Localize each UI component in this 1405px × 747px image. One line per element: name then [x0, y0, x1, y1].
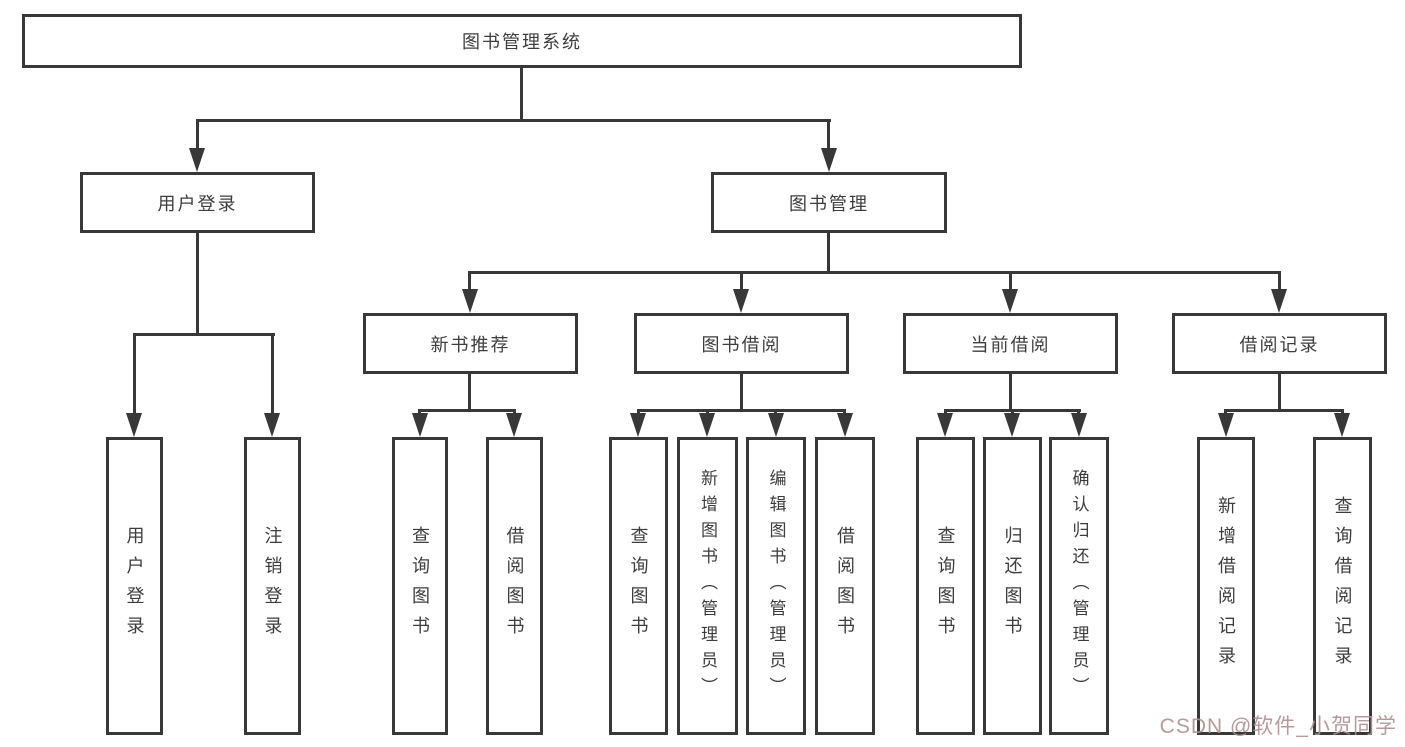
leaf-label: 借阅图书 [835, 526, 855, 646]
node-user-login: 用户登录 [80, 172, 315, 233]
connector-recommend-rail [418, 409, 516, 412]
connector-borrow-stem [740, 374, 743, 409]
connector-borrow-drop-4 [843, 409, 846, 415]
connector-borrow-drop-3 [774, 409, 777, 415]
connector-user-login-stem [196, 233, 199, 333]
node-library-management-system: 图书管理系统 [22, 14, 1022, 68]
node-label: 新书推荐 [430, 334, 511, 355]
arrow-down-icon [937, 413, 953, 437]
node-current-borrow: 当前借阅 [903, 313, 1118, 374]
arrow-down-icon [1218, 413, 1234, 437]
arrow-down-icon [1071, 413, 1087, 437]
leaf-logout: 注销登录 [244, 437, 301, 735]
leaf-label: 确认归还（管理员） [1069, 469, 1089, 703]
node-label: 图书管理 [789, 193, 869, 214]
node-label: 借阅记录 [1239, 334, 1320, 355]
connector-borrow-drop-2 [706, 409, 709, 415]
connector-current-drop-1 [944, 409, 947, 415]
leaf-label: 新增图书（管理员） [698, 469, 717, 703]
connector-user-login-drop-2 [271, 333, 274, 415]
leaf-label: 借阅图书 [504, 526, 525, 646]
connector-records-rail [1224, 409, 1344, 412]
arrow-down-icon [412, 413, 428, 437]
connector-recommend-drop-1 [418, 409, 421, 415]
arrow-down-icon [699, 413, 715, 437]
csdn-watermark: CSDN @软件_小贺同学 [1159, 715, 1397, 738]
connector-records-drop-1 [1224, 409, 1227, 415]
arrow-down-icon [733, 289, 749, 313]
leaf-query-books-current: 查询图书 [916, 437, 975, 735]
connector-root-stem [520, 68, 523, 119]
connector-records-drop-2 [1341, 409, 1344, 415]
node-book-borrow: 图书借阅 [634, 313, 849, 374]
node-label: 图书借阅 [701, 334, 782, 355]
leaf-add-borrow-record: 新增借阅记录 [1197, 437, 1255, 735]
connector-records-stem [1278, 374, 1281, 409]
connector-book-mgmt-stem [827, 233, 830, 271]
arrow-down-icon [1002, 289, 1018, 313]
connector-root-drop-right [827, 119, 830, 152]
connector-book-mgmt-drop-4 [1278, 271, 1281, 291]
leaf-label: 编辑图书（管理员） [766, 469, 786, 703]
leaf-edit-books-admin: 编辑图书（管理员） [746, 437, 806, 735]
connector-user-login-rail [133, 333, 275, 336]
connector-root-rail [196, 119, 831, 122]
leaf-label: 查询借阅记录 [1332, 496, 1353, 676]
arrow-down-icon [837, 413, 853, 437]
connector-book-mgmt-drop-3 [1009, 271, 1012, 291]
arrow-down-icon [1334, 413, 1350, 437]
connector-book-mgmt-rail [468, 271, 1280, 274]
leaf-return-books: 归还图书 [983, 437, 1042, 735]
node-new-book-recommend: 新书推荐 [363, 313, 578, 374]
node-label: 图书管理系统 [462, 32, 582, 52]
arrow-down-icon [821, 148, 837, 172]
leaf-borrow-books: 借阅图书 [815, 437, 875, 735]
connector-borrow-rail [637, 409, 846, 412]
connector-current-drop-2 [1011, 409, 1014, 415]
leaf-label: 查询图书 [935, 526, 956, 646]
connector-recommend-drop-2 [513, 409, 516, 415]
node-book-management: 图书管理 [711, 172, 947, 233]
arrow-down-icon [126, 413, 142, 437]
leaf-query-books-borrow: 查询图书 [609, 437, 668, 735]
leaf-label: 新增借阅记录 [1216, 496, 1236, 676]
leaf-borrow-books-recommend: 借阅图书 [486, 437, 543, 735]
arrow-down-icon [768, 413, 784, 437]
leaf-label: 用户登录 [124, 526, 145, 646]
arrow-down-icon [630, 413, 646, 437]
connector-current-stem [1009, 374, 1012, 409]
connector-user-login-drop-1 [133, 333, 136, 415]
connector-book-mgmt-drop-1 [468, 271, 471, 291]
arrow-down-icon [264, 413, 280, 437]
arrow-down-icon [189, 148, 205, 172]
connector-book-mgmt-drop-2 [740, 271, 743, 291]
leaf-user-login: 用户登录 [106, 437, 163, 735]
node-borrow-records: 借阅记录 [1172, 313, 1387, 374]
connector-root-drop-left [196, 119, 199, 152]
node-label: 用户登录 [157, 193, 238, 214]
leaf-query-books-recommend: 查询图书 [392, 437, 448, 735]
leaf-label: 查询图书 [410, 526, 430, 646]
leaf-add-books-admin: 新增图书（管理员） [677, 437, 738, 735]
node-label: 当前借阅 [970, 334, 1051, 355]
arrow-down-icon [1271, 289, 1287, 313]
leaf-label: 归还图书 [1002, 526, 1023, 646]
leaf-confirm-return-admin: 确认归还（管理员） [1049, 437, 1109, 735]
connector-recommend-stem [468, 374, 471, 409]
arrow-down-icon [1004, 413, 1020, 437]
connector-borrow-drop-1 [637, 409, 640, 415]
arrow-down-icon [462, 289, 478, 313]
leaf-label: 查询图书 [628, 526, 649, 646]
arrow-down-icon [506, 413, 522, 437]
leaf-label: 注销登录 [262, 526, 283, 646]
connector-current-drop-3 [1077, 409, 1080, 415]
leaf-query-borrow-record: 查询借阅记录 [1313, 437, 1372, 735]
